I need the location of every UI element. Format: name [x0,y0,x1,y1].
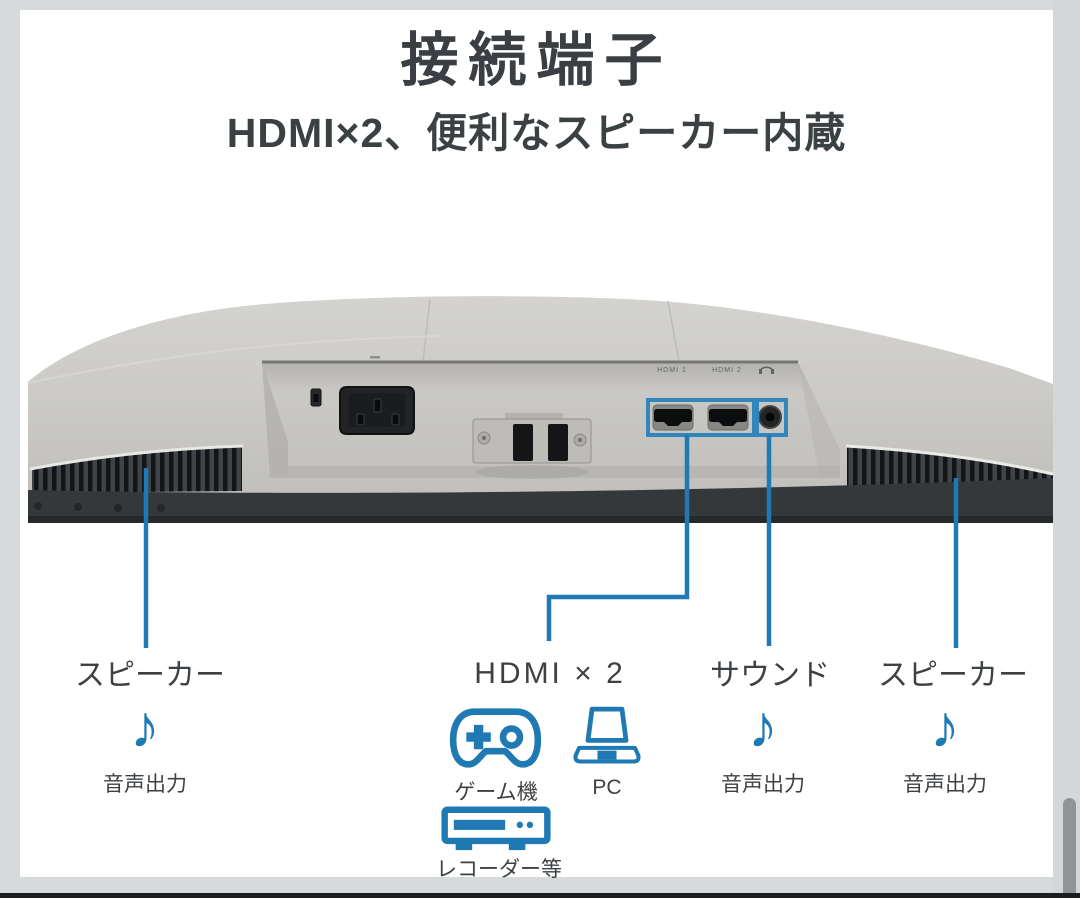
label-hdmi: HDMI × 2 [474,657,626,690]
hdmi1-print-label: HDMI 1 [657,367,687,374]
hdmi-highlight-box [646,398,756,437]
speaker-grille-left [32,447,242,493]
scrollbar-track [1053,0,1080,898]
music-note-icon: ♪ [748,693,778,760]
audio-jack [758,405,782,429]
caption-pc: PC [592,776,622,799]
caption-game: ゲーム機 [454,781,538,804]
page-title: 接続端子 [400,28,673,93]
hdmi2-print-label: HDMI 2 [712,367,742,374]
music-note-icon: ♪ [130,693,160,760]
label-speaker-right: スピーカー [878,659,1028,692]
headphone-print-icon [759,366,774,374]
game-controller-icon [448,706,543,775]
page-subtitle: HDMI×2、便利なスピーカー内蔵 [226,110,847,156]
audio-highlight-box [755,398,788,437]
caption-audio-out-right: 音声出力 [903,773,987,796]
caption-audio-out-left: 音声出力 [103,773,187,796]
bottom-border [0,893,1080,898]
hdmi-port-2 [707,404,749,431]
recorder-icon [441,806,551,857]
bottom-bezel [28,478,1053,523]
laptop-icon [573,705,641,774]
stand-mount-bracket [472,413,592,479]
label-speaker-left: スピーカー [75,659,225,692]
caption-audio-out-sound: 音声出力 [721,773,805,796]
leader-line-hdmi [546,435,690,641]
caption-recorder: レコーダー等 [436,858,562,881]
label-sound: サウンド [710,659,830,692]
music-note-icon: ♪ [930,693,960,760]
power-inlet [339,356,415,435]
scrollbar-thumb[interactable] [1063,798,1076,898]
hdmi-port-1 [652,404,694,431]
